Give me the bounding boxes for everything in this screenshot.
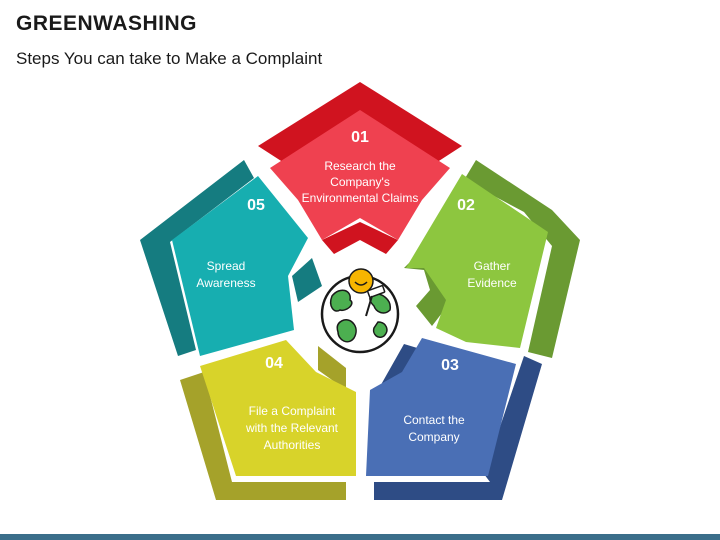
step-05-label-line-2: Awareness bbox=[196, 276, 255, 290]
step-03-label-line-2: Company bbox=[408, 430, 459, 444]
step-02-panel bbox=[406, 174, 548, 348]
bottom-accent-bar bbox=[0, 534, 720, 540]
step-04: 04 File a Complaint with the Relevant Au… bbox=[180, 340, 356, 500]
step-01-label-line-1: Research the bbox=[324, 159, 396, 173]
step-01-shadow-lower bbox=[322, 222, 398, 254]
step-01: 01 Research the Company's Environmental … bbox=[258, 82, 462, 254]
step-04-label-line-2: with the Relevant bbox=[245, 421, 339, 435]
page-title: GREENWASHING bbox=[16, 12, 198, 35]
step-03: 03 Contact the Company bbox=[366, 338, 542, 500]
step-01-panel bbox=[270, 110, 450, 240]
step-02-number: 02 bbox=[457, 197, 475, 214]
step-02-label-line-1: Gather bbox=[474, 259, 511, 273]
step-05: 05 Spread Awareness bbox=[140, 160, 322, 356]
step-04-panel bbox=[200, 340, 356, 476]
step-05-shadow bbox=[140, 160, 254, 356]
step-05-label-line-1: Spread bbox=[207, 259, 246, 273]
step-05-shadow-lower bbox=[292, 258, 322, 302]
earth-globe-icon bbox=[320, 268, 400, 354]
step-01-label-line-2: Company's bbox=[330, 175, 390, 189]
step-05-panel bbox=[172, 176, 308, 356]
step-04-shadow-lower bbox=[318, 346, 346, 390]
step-02-shadow bbox=[464, 160, 580, 358]
step-01-number: 01 bbox=[351, 129, 369, 146]
step-03-panel bbox=[366, 338, 516, 476]
step-03-shadow-lower bbox=[374, 356, 542, 500]
step-04-label-line-3: Authorities bbox=[264, 438, 321, 452]
step-01-label-line-3: Environmental Claims bbox=[302, 191, 419, 205]
step-04-label-line-1: File a Complaint bbox=[249, 404, 336, 418]
step-02: 02 Gather Evidence bbox=[404, 160, 580, 358]
step-03-number: 03 bbox=[441, 357, 459, 374]
step-04-number: 04 bbox=[265, 355, 283, 372]
step-03-label-line-1: Contact the bbox=[403, 413, 465, 427]
step-02-label-line-2: Evidence bbox=[467, 276, 517, 290]
step-04-shadow bbox=[180, 372, 346, 500]
page-subtitle: Steps You can take to Make a Complaint bbox=[16, 49, 323, 68]
step-05-number: 05 bbox=[247, 197, 265, 214]
